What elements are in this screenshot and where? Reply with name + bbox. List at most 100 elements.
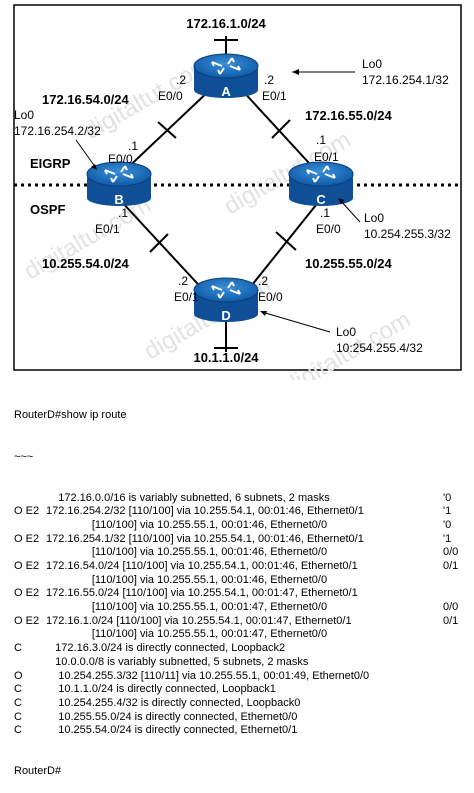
route-text: 10.254.255.4/32 is directly connected, L… xyxy=(46,696,301,709)
route-text: [110/100] via 10.255.55.1, 00:01:47, Eth… xyxy=(46,601,328,614)
route-entry: O E2 172.16.1.0/24 [110/100] via 10.255.5… xyxy=(14,615,469,629)
route-entry: 10.0.0.0/8 is variably subnetted, 5 subn… xyxy=(14,656,469,670)
svg-text:.2: .2 xyxy=(258,274,268,288)
network-label-cd: 10.255.55.0/24 xyxy=(305,256,393,271)
svg-text:172.16.254.2/32: 172.16.254.2/32 xyxy=(14,124,101,138)
route-annotation: '1 xyxy=(443,532,452,545)
svg-text:E0/0: E0/0 xyxy=(316,222,341,236)
route-entry: 172.16.0.0/16 is variably subnetted, 6 s… xyxy=(14,492,469,506)
route-entry: O E2 172.16.254.1/32 [110/100] via 10.255… xyxy=(14,533,469,547)
bottom-network-label: 10.1.1.0/24 xyxy=(193,350,259,365)
svg-text:B: B xyxy=(114,192,123,207)
end-prompt: RouterD# xyxy=(14,765,62,778)
route-text: [110/100] via 10.255.55.1, 00:01:46, Eth… xyxy=(46,546,328,559)
route-entry: C 10.254.255.4/32 is directly connected,… xyxy=(14,697,469,711)
svg-text:E0/0: E0/0 xyxy=(108,152,133,166)
route-annotation xyxy=(443,724,469,738)
svg-text:Lo0: Lo0 xyxy=(362,57,382,71)
route-annotation xyxy=(443,656,469,670)
loopback-b: Lo0 172.16.254.2/32 xyxy=(14,108,101,170)
router-d: D xyxy=(193,277,259,323)
route-code: C xyxy=(14,642,22,655)
route-annotation: 0/0 xyxy=(443,601,459,614)
route-annotation xyxy=(443,642,469,656)
network-label-bd: 10.255.54.0/24 xyxy=(42,256,130,271)
protocol-label-ospf: OSPF xyxy=(30,202,65,217)
route-entry: [110/100] via 10.255.55.1, 00:01:46, Eth… xyxy=(14,519,469,533)
route-annotation xyxy=(443,711,469,725)
route-code: O E2 xyxy=(14,614,40,627)
svg-text:.2: .2 xyxy=(264,73,274,87)
loopback-d: Lo0 10:254.255.4/32 xyxy=(260,311,423,355)
svg-text:E0/1: E0/1 xyxy=(174,290,199,304)
svg-text:172.16.254.1/32: 172.16.254.1/32 xyxy=(362,73,449,87)
route-annotation: '0 xyxy=(443,491,452,504)
route-entry: [110/100] via 10.255.55.1, 00:01:46, Eth… xyxy=(14,574,469,588)
route-annotation xyxy=(443,574,469,588)
route-entry: C 10.255.54.0/24 is directly connected, … xyxy=(14,724,469,738)
route-text: 10.0.0.0/8 is variably subnetted, 5 subn… xyxy=(46,655,309,668)
route-text: [110/100] via 10.255.55.1, 00:01:47, Eth… xyxy=(46,628,328,641)
route-code: C xyxy=(14,724,22,737)
svg-text:10:254.255.4/32: 10:254.255.4/32 xyxy=(336,341,423,355)
svg-text:E0/1: E0/1 xyxy=(95,222,120,236)
network-label-ab: 172.16.54.0/24 xyxy=(42,92,130,107)
route-annotation xyxy=(443,628,469,642)
route-text: 172.16.55.0/24 [110/100] via 10.255.54.1… xyxy=(46,587,358,600)
route-annotation xyxy=(443,670,469,684)
route-text: 172.16.0.0/16 is variably subnetted, 6 s… xyxy=(46,491,330,504)
svg-text:C: C xyxy=(316,192,326,207)
diagram-frame xyxy=(13,4,462,371)
svg-text:.1: .1 xyxy=(316,133,326,147)
route-code: O E2 xyxy=(14,532,40,545)
route-code: O E2 xyxy=(14,505,40,518)
route-annotation: 0/1 xyxy=(443,560,459,573)
svg-text:E0/0: E0/0 xyxy=(258,290,283,304)
link-b-d xyxy=(119,199,209,296)
svg-text:Lo0: Lo0 xyxy=(364,211,384,225)
protocol-label-eigrp: EIGRP xyxy=(30,156,71,171)
route-code xyxy=(14,628,46,642)
route-code: O xyxy=(14,669,23,682)
route-text: [110/100] via 10.255.55.1, 00:01:46, Eth… xyxy=(46,518,328,531)
show-ip-route-output: RouterD#show ip route ~~~ 172.16.0.0/16 … xyxy=(14,382,469,793)
route-code: C xyxy=(14,710,22,723)
svg-text:.1: .1 xyxy=(118,206,128,220)
route-text: [110/100] via 10.255.55.1, 00:01:46, Eth… xyxy=(46,573,328,586)
svg-text:Lo0: Lo0 xyxy=(14,108,34,122)
network-label-ac: 172.16.55.0/24 xyxy=(305,108,393,123)
route-entry: C 172.16.3.0/24 is directly connected, L… xyxy=(14,642,469,656)
route-entry: O E2 172.16.55.0/24 [110/100] via 10.255.… xyxy=(14,587,469,601)
router-c: C xyxy=(288,161,354,207)
route-text: 172.16.1.0/24 [110/100] via 10.255.54.1,… xyxy=(46,614,352,627)
route-entry: [110/100] via 10.255.55.1, 00:01:47, Eth… xyxy=(14,601,469,615)
route-code: O E2 xyxy=(14,587,40,600)
route-code xyxy=(14,656,46,670)
route-text: 172.16.254.1/32 [110/100] via 10.255.54.… xyxy=(46,532,364,545)
svg-text:.2: .2 xyxy=(176,73,186,87)
route-entry: [110/100] via 10.255.55.1, 00:01:47, Eth… xyxy=(14,628,469,642)
route-entry: O 10.254.255.3/32 [110/11] via 10.255.55… xyxy=(14,670,469,684)
route-code xyxy=(14,546,46,560)
route-entry: C 10.255.55.0/24 is directly connected, … xyxy=(14,711,469,725)
route-text: 10.255.55.0/24 is directly connected, Et… xyxy=(46,710,298,723)
network-topology-diagram: digitaltut.com digitaltut.com digitaltut… xyxy=(13,4,462,380)
route-annotation: 0/0 xyxy=(443,546,459,559)
route-annotation xyxy=(443,587,469,601)
route-code: C xyxy=(14,683,22,696)
svg-text:.2: .2 xyxy=(178,274,188,288)
route-annotation: 0/1 xyxy=(443,614,459,627)
route-text: 10.255.54.0/24 is directly connected, Et… xyxy=(46,724,298,737)
command-prompt: RouterD#show ip route xyxy=(14,409,127,422)
route-annotation: '0 xyxy=(443,518,452,531)
svg-text:E0/1: E0/1 xyxy=(314,150,339,164)
route-annotation xyxy=(443,697,469,711)
output-ellipsis: ~~~ xyxy=(14,450,34,463)
route-entry: C 10.1.1.0/24 is directly connected, Loo… xyxy=(14,683,469,697)
route-code xyxy=(14,601,46,615)
svg-text:A: A xyxy=(221,84,231,99)
router-b: B xyxy=(86,161,152,207)
route-text: 10.1.1.0/24 is directly connected, Loopb… xyxy=(46,683,276,696)
